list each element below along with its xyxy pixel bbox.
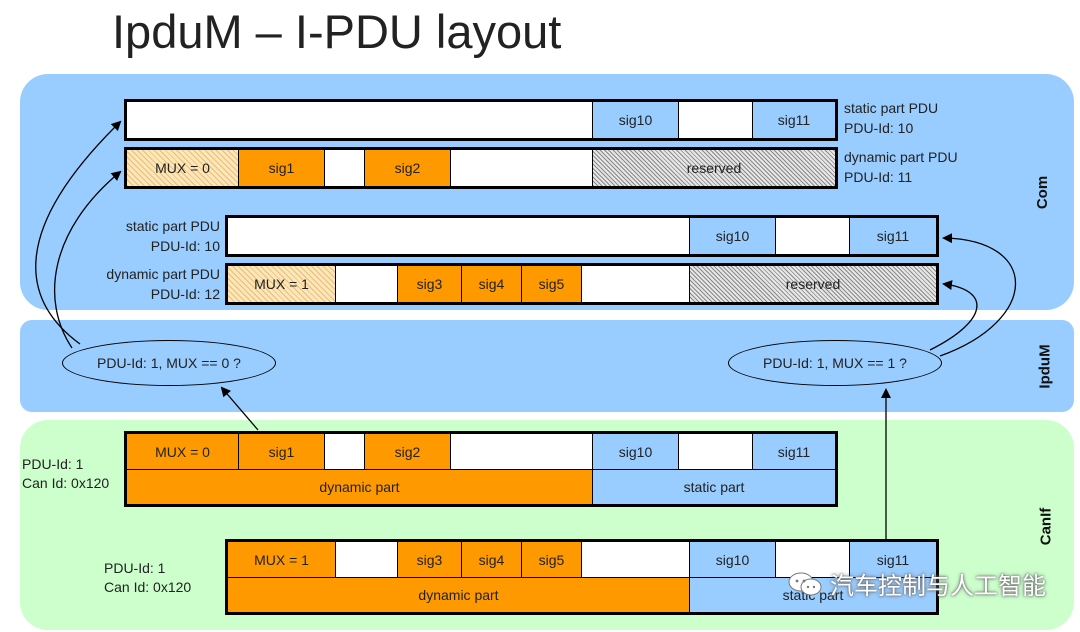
pdu-segment: sig1 [239, 434, 325, 469]
pdu-segment [582, 542, 690, 577]
dynamic-part-bar: dynamic part [127, 470, 593, 504]
pdu-segment: sig5 [522, 542, 582, 577]
pdu-label: static part PDU [844, 100, 939, 116]
pdu-label: dynamic part PDU [844, 149, 958, 165]
pdu-segment [582, 266, 690, 302]
pdu-segment: sig3 [398, 542, 462, 577]
pdu-label: static part PDU [125, 218, 220, 234]
pdu-segment [776, 218, 850, 254]
pdu-segment [127, 102, 593, 138]
pdu-segment [325, 150, 365, 186]
pdu-segment: sig11 [850, 218, 936, 254]
pdu-segment: sig10 [690, 542, 776, 577]
can-id-label: Can Id: 0x120 [104, 579, 192, 595]
pdu-segment [325, 434, 365, 469]
can-id-label: Can Id: 0x120 [22, 475, 110, 491]
pdu-segment: reserved [593, 150, 835, 186]
pdu-id-label: PDU-Id: 12 [150, 286, 220, 302]
pdu-segment: sig10 [593, 434, 679, 469]
pdu-id-label: PDU-Id: 1 [22, 456, 84, 472]
pdu-segment [679, 434, 753, 469]
arrow-to-pdu11 [54, 170, 122, 349]
pdu-segment: sig11 [850, 542, 936, 577]
pdu-segment: reserved [690, 266, 936, 302]
pdu-segment: sig2 [365, 434, 451, 469]
pdu-segment: sig2 [365, 150, 451, 186]
pdu-segment: MUX = 0 [127, 150, 239, 186]
pdu-id-label: PDU-Id: 1 [104, 560, 166, 576]
pdu-id-label: PDU-Id: 11 [844, 169, 913, 185]
pdu-segment: sig11 [753, 434, 835, 469]
pdu-segment: sig3 [398, 266, 462, 302]
dynamic-part-bar: dynamic part [228, 578, 690, 612]
arrow-canif-to-ipdum-left [220, 386, 259, 431]
pdu-segment [336, 542, 398, 577]
canif-frame2: MUX = 1 sig3 sig4 sig5 sig10 sig11 dynam… [225, 539, 939, 615]
arrow-to-pdu10-bottom [939, 233, 1016, 357]
static-part-bar: static part [593, 470, 835, 504]
pdu-segment [776, 542, 850, 577]
pdu-segment [679, 102, 753, 138]
page-title: IpduM – I-PDU layout [112, 5, 562, 58]
com-pdu11-row: MUX = 0 sig1 sig2 reserved [124, 147, 838, 189]
pdu-segment: sig5 [522, 266, 582, 302]
pdu-segment: sig4 [462, 542, 522, 577]
pdu-segment [451, 434, 593, 469]
arrow-to-pdu10-top [35, 120, 122, 345]
pdu-segment [451, 150, 593, 186]
pdu-segment: MUX = 0 [127, 434, 239, 469]
com-pdu12-row: MUX = 1 sig3 sig4 sig5 reserved [225, 263, 939, 305]
watermark-text: 汽车控制与人工智能 [830, 573, 1046, 600]
ipdum-condition-mux1: PDU-Id: 1, MUX == 1 ? [728, 340, 942, 386]
pdu-segment: sig10 [690, 218, 776, 254]
watermark: 汽车控制与人工智能 [788, 566, 1046, 601]
pdu-segment: sig1 [239, 150, 325, 186]
chat-bubble-icon [788, 572, 822, 595]
pdu-segment: MUX = 1 [228, 542, 336, 577]
pdu-segment: sig11 [753, 102, 835, 138]
com-pdu10-bottom-row: sig10 sig11 [225, 215, 939, 257]
pdu-label: dynamic part PDU [106, 266, 220, 282]
com-pdu10-top-row: sig10 sig11 [124, 99, 838, 141]
pdu-id-label: PDU-Id: 10 [844, 120, 914, 136]
ipdum-condition-mux0: PDU-Id: 1, MUX == 0 ? [62, 340, 276, 386]
pdu-id-label: PDU-Id: 10 [150, 238, 220, 254]
pdu-segment: sig10 [593, 102, 679, 138]
canif-frame1: MUX = 0 sig1 sig2 sig10 sig11 dynamic pa… [124, 431, 838, 507]
pdu-segment [228, 218, 690, 254]
pdu-segment: MUX = 1 [228, 266, 336, 302]
pdu-segment [336, 266, 398, 302]
pdu-segment: sig4 [462, 266, 522, 302]
arrow-to-pdu12 [929, 280, 978, 351]
